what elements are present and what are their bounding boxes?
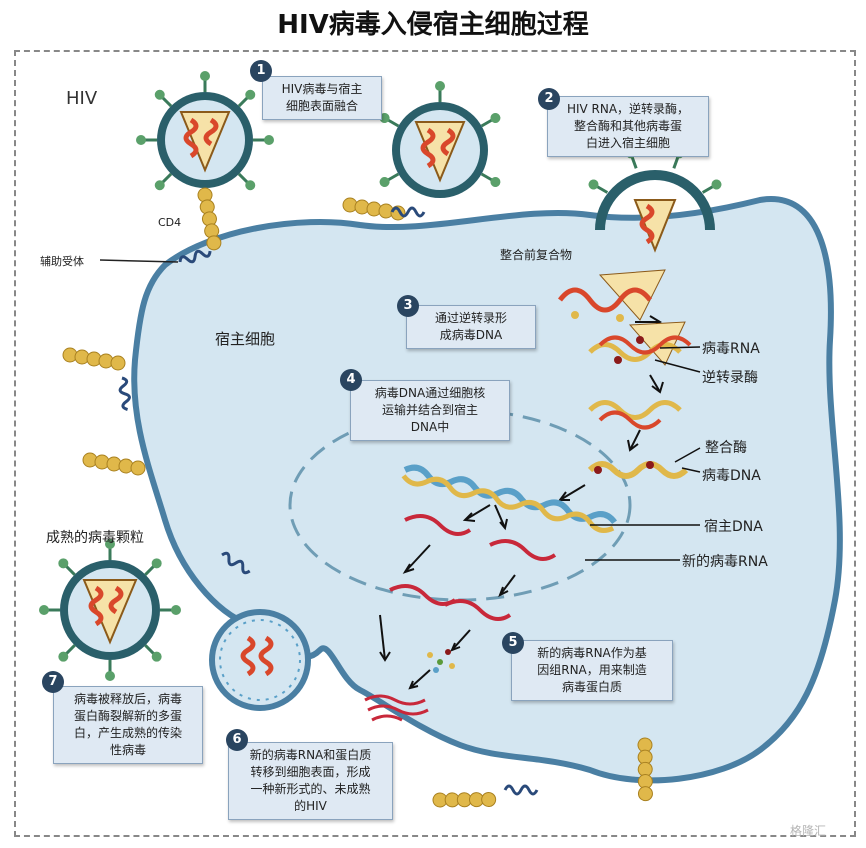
page-title: HIV病毒入侵宿主细胞过程 <box>277 10 589 40</box>
label-host-cell: 宿主细胞 <box>215 330 276 348</box>
hiv-virus-entering <box>585 145 725 253</box>
step-4-box: 病毒DNA通过细胞核 运输并结合到宿主 DNA中 <box>350 380 510 441</box>
label-cd4: CD4 <box>158 216 182 229</box>
label-new-viral-rna: 新的病毒RNA <box>682 554 768 570</box>
step-4-badge: 4 <box>340 369 362 391</box>
viral-dna-strand <box>588 400 682 452</box>
label-co-receptor: 辅助受体 <box>40 255 84 268</box>
assembling-virus <box>364 694 429 722</box>
label-host-dna: 宿主DNA <box>704 519 763 535</box>
step-6-box: 新的病毒RNA和蛋白质 转移到细胞表面，形成 一种新形式的、未成熟 的HIV <box>228 742 393 820</box>
step-1-badge: 1 <box>250 60 272 82</box>
label-viral-rna: 病毒RNA <box>702 341 760 357</box>
viral-rna-reverse-transcription <box>588 321 701 394</box>
new-viral-rna-strands <box>389 514 557 621</box>
label-mature-particle: 成熟的病毒颗粒 <box>46 530 144 546</box>
step-6-badge: 6 <box>226 729 248 751</box>
budding-virus <box>209 609 311 711</box>
pre-integration-complex <box>558 269 666 329</box>
label-viral-dna: 病毒DNA <box>702 468 761 484</box>
step-2-badge: 2 <box>538 88 560 110</box>
host-dna-helix <box>401 464 700 533</box>
watermark: 格隆汇 <box>790 824 827 838</box>
label-pre-integration-complex: 整合前复合物 <box>500 248 573 262</box>
step-3-badge: 3 <box>397 295 419 317</box>
mature-virus <box>37 537 183 683</box>
label-integrase: 整合酶 <box>705 440 747 456</box>
hiv-virus-attaching <box>134 69 276 194</box>
step-2-box: HIV RNA，逆转录酶， 整合酶和其他病毒蛋 白进入宿主细胞 <box>547 96 709 157</box>
step-1-box: HIV病毒与宿主 细胞表面融合 <box>262 76 382 120</box>
label-hiv: HIV <box>66 88 98 109</box>
label-reverse-transcriptase: 逆转录酶 <box>702 370 758 386</box>
step-7-box: 病毒被释放后，病毒 蛋白酶裂解新的多蛋 白，产生成熟的传染 性病毒 <box>53 686 203 764</box>
hiv-virus-fusing <box>376 79 504 198</box>
step-5-badge: 5 <box>502 632 524 654</box>
step-7-badge: 7 <box>42 671 64 693</box>
integrase-complex <box>558 447 701 501</box>
viral-proteins <box>427 649 455 673</box>
step-3-box: 通过逆转录形 成病毒DNA <box>406 305 536 349</box>
step-5-box: 新的病毒RNA作为基 因组RNA，用来制造 病毒蛋白质 <box>511 640 673 701</box>
process-arrows <box>379 504 516 690</box>
diagram-frame <box>14 50 856 837</box>
